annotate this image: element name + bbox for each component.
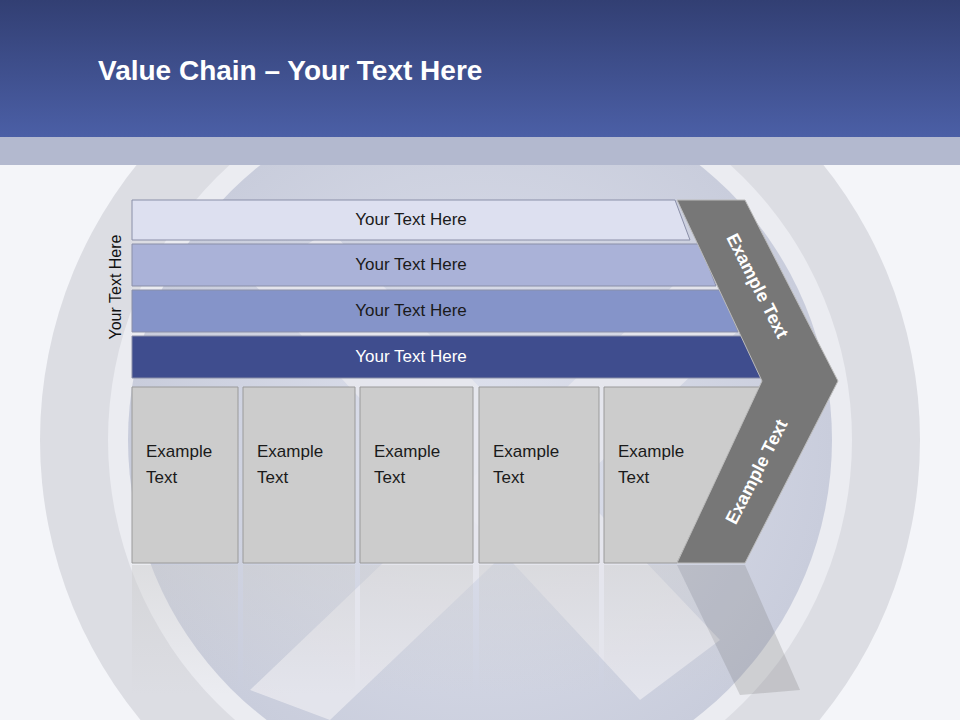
shape-fill	[677, 200, 838, 563]
support-band: Your Text Here	[132, 336, 762, 378]
band-text: Your Text Here	[132, 336, 690, 378]
slide-title: Value Chain – Your Text Here	[98, 55, 482, 87]
band-text: Your Text Here	[132, 244, 690, 286]
reflection	[132, 565, 238, 695]
support-band: Your Text Here	[132, 200, 690, 240]
shape-fill	[132, 336, 762, 378]
activity-box: Example Text	[360, 387, 473, 563]
band-text: Your Text Here	[132, 200, 690, 240]
shape-fill	[132, 244, 716, 286]
activity-box: Example Text	[132, 387, 238, 563]
shape-fill	[132, 290, 738, 332]
watermark-disc	[128, 88, 832, 720]
header-strip	[0, 137, 960, 165]
reflection	[677, 565, 800, 695]
reflection	[360, 565, 473, 695]
box-text: Example Text	[146, 439, 224, 491]
watermark-ring	[108, 68, 852, 720]
header-band	[0, 0, 960, 137]
support-band: Your Text Here	[132, 290, 738, 332]
chevron-arrow: Example TextExample Text	[677, 200, 838, 563]
side-label: Your Text Here	[107, 235, 125, 340]
shape-fill	[132, 200, 690, 240]
shape-fill	[132, 387, 238, 563]
activity-box: Example Text	[243, 387, 355, 563]
box-text: Example Text	[257, 439, 335, 491]
shape-fill	[243, 387, 355, 563]
reflection	[479, 565, 599, 695]
shape-fill	[479, 387, 599, 563]
box-text: Example Text	[374, 439, 452, 491]
box-text: Example Text	[618, 439, 696, 491]
shape-fill	[360, 387, 473, 563]
band-text: Your Text Here	[132, 290, 690, 332]
box-text: Example Text	[493, 439, 571, 491]
shape-outline	[677, 200, 838, 563]
activity-box: Example Text	[479, 387, 599, 563]
reflection	[243, 565, 355, 695]
support-band: Your Text Here	[132, 244, 716, 286]
